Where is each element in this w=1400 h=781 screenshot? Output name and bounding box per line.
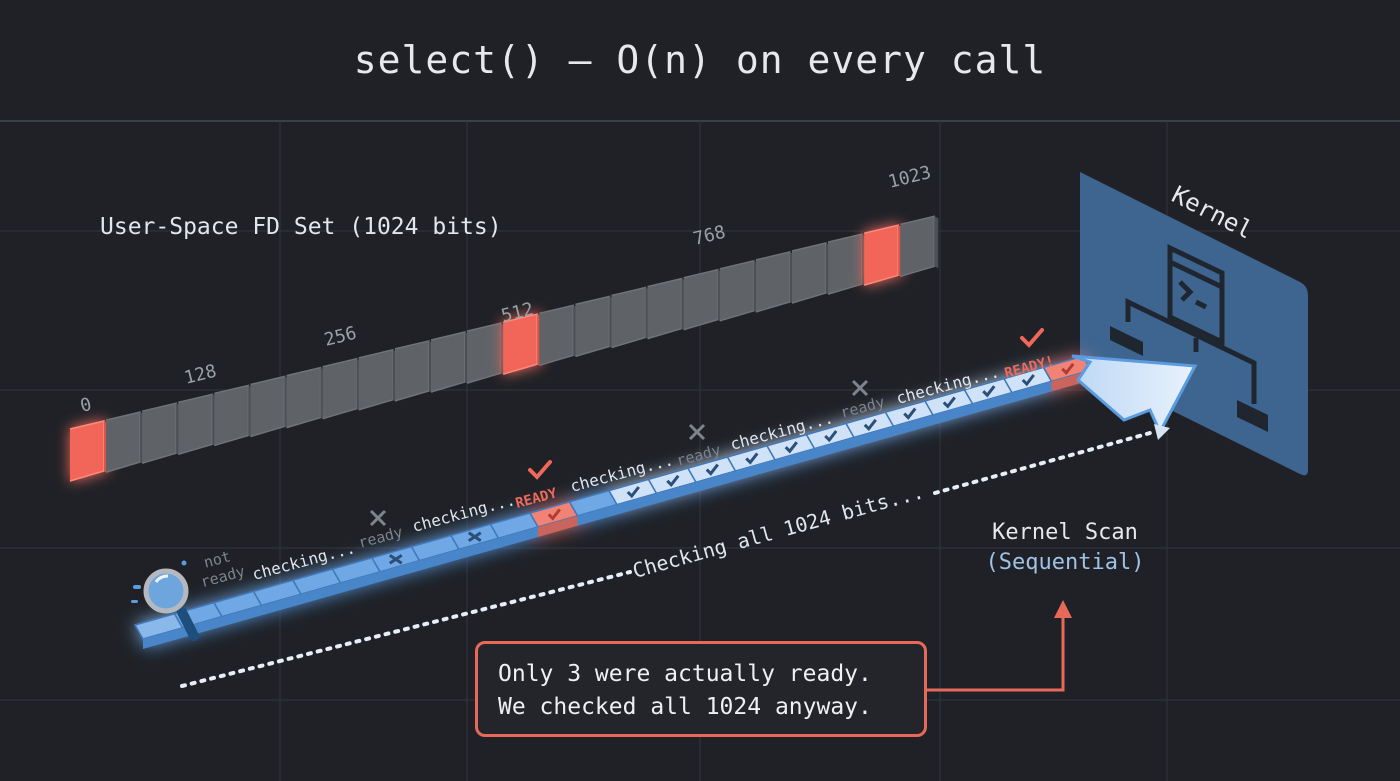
ready-check-icon — [1020, 328, 1044, 348]
check-icon — [705, 463, 719, 476]
check-icon — [1061, 362, 1075, 376]
dotted-arrow-head-icon — [1154, 424, 1170, 440]
fd-bit-ready — [69, 420, 108, 482]
fd-bit — [539, 304, 578, 367]
kernel-scan-subtitle: (Sequential) — [985, 550, 1145, 575]
fd-bit — [683, 268, 722, 331]
fd-bit — [141, 402, 181, 464]
check-icon — [982, 385, 996, 398]
check-icon — [863, 418, 877, 432]
fd-bit — [647, 277, 686, 340]
fd-bit — [358, 348, 397, 411]
fd-bit — [286, 366, 325, 429]
scan-bit — [844, 411, 895, 448]
check-icon — [745, 452, 759, 465]
bit-index-label: 128 — [182, 361, 219, 389]
scan-bit — [1002, 366, 1053, 403]
fd-bit-ready — [863, 224, 903, 286]
check-icon — [626, 486, 640, 499]
fd-bit — [611, 286, 650, 349]
kernel-scan-row — [133, 355, 1093, 649]
ready-check-icon — [528, 460, 552, 480]
fd-bit — [755, 250, 794, 313]
fd-bit — [394, 339, 433, 402]
kernel-scan-label: Kernel Scan (Sequential) — [965, 518, 1165, 578]
kernel-scan-title: Kernel Scan — [992, 520, 1138, 545]
fd-bit — [575, 295, 614, 358]
scan-bit — [449, 523, 500, 560]
check-icon — [903, 407, 917, 420]
x-icon — [388, 553, 403, 565]
fd-bit — [827, 233, 867, 295]
scan-arrow-icon — [1071, 354, 1198, 436]
bit-index-label: 768 — [691, 222, 728, 250]
not-ready-x-icon — [369, 509, 387, 527]
check-icon — [666, 474, 680, 488]
scan-bit — [765, 433, 816, 470]
callout-line-1: Only 3 were actually ready. — [498, 661, 872, 687]
not-ready-x-icon — [851, 379, 869, 397]
check-icon — [1021, 374, 1035, 387]
x-icon — [467, 531, 482, 543]
bit-index-label: 0 — [78, 394, 94, 417]
magnifier-icon — [131, 560, 199, 641]
scan-bit — [133, 612, 184, 649]
fd-bit — [178, 393, 217, 456]
check-icon — [942, 396, 956, 409]
fd-bit — [322, 357, 361, 420]
bit-index-label: 1023 — [886, 162, 933, 193]
fd-bit — [105, 411, 145, 473]
callout-connector-arrow — [927, 600, 1072, 692]
fd-bit — [466, 322, 506, 384]
fd-bit — [214, 384, 253, 447]
fd-bit — [900, 215, 939, 278]
check-icon — [784, 441, 798, 454]
summary-callout: Only 3 were actually ready. We checked a… — [475, 641, 927, 737]
fd-bit — [791, 242, 830, 304]
not-ready-x-icon — [688, 423, 706, 441]
scan-bit — [963, 377, 1014, 414]
check-icon — [547, 508, 561, 521]
progress-dotted-line — [180, 424, 1170, 688]
arrow-up-icon — [1054, 600, 1072, 618]
callout-line-2: We checked all 1024 anyway. — [498, 694, 872, 720]
bit-index-label: 256 — [322, 323, 359, 351]
page-title: select() — O(n) on every call — [353, 38, 1047, 82]
kernel-panel: Kernel — [1080, 172, 1308, 476]
scan-bit — [923, 388, 974, 425]
check-icon — [824, 430, 838, 443]
terminal-tree-icon — [1125, 244, 1257, 404]
fd-bit — [430, 331, 469, 393]
scan-bit — [686, 456, 737, 493]
fd-set-label: User-Space FD Set (1024 bits) — [100, 214, 502, 240]
fd-bit — [250, 375, 289, 438]
fd-bit — [719, 259, 758, 322]
